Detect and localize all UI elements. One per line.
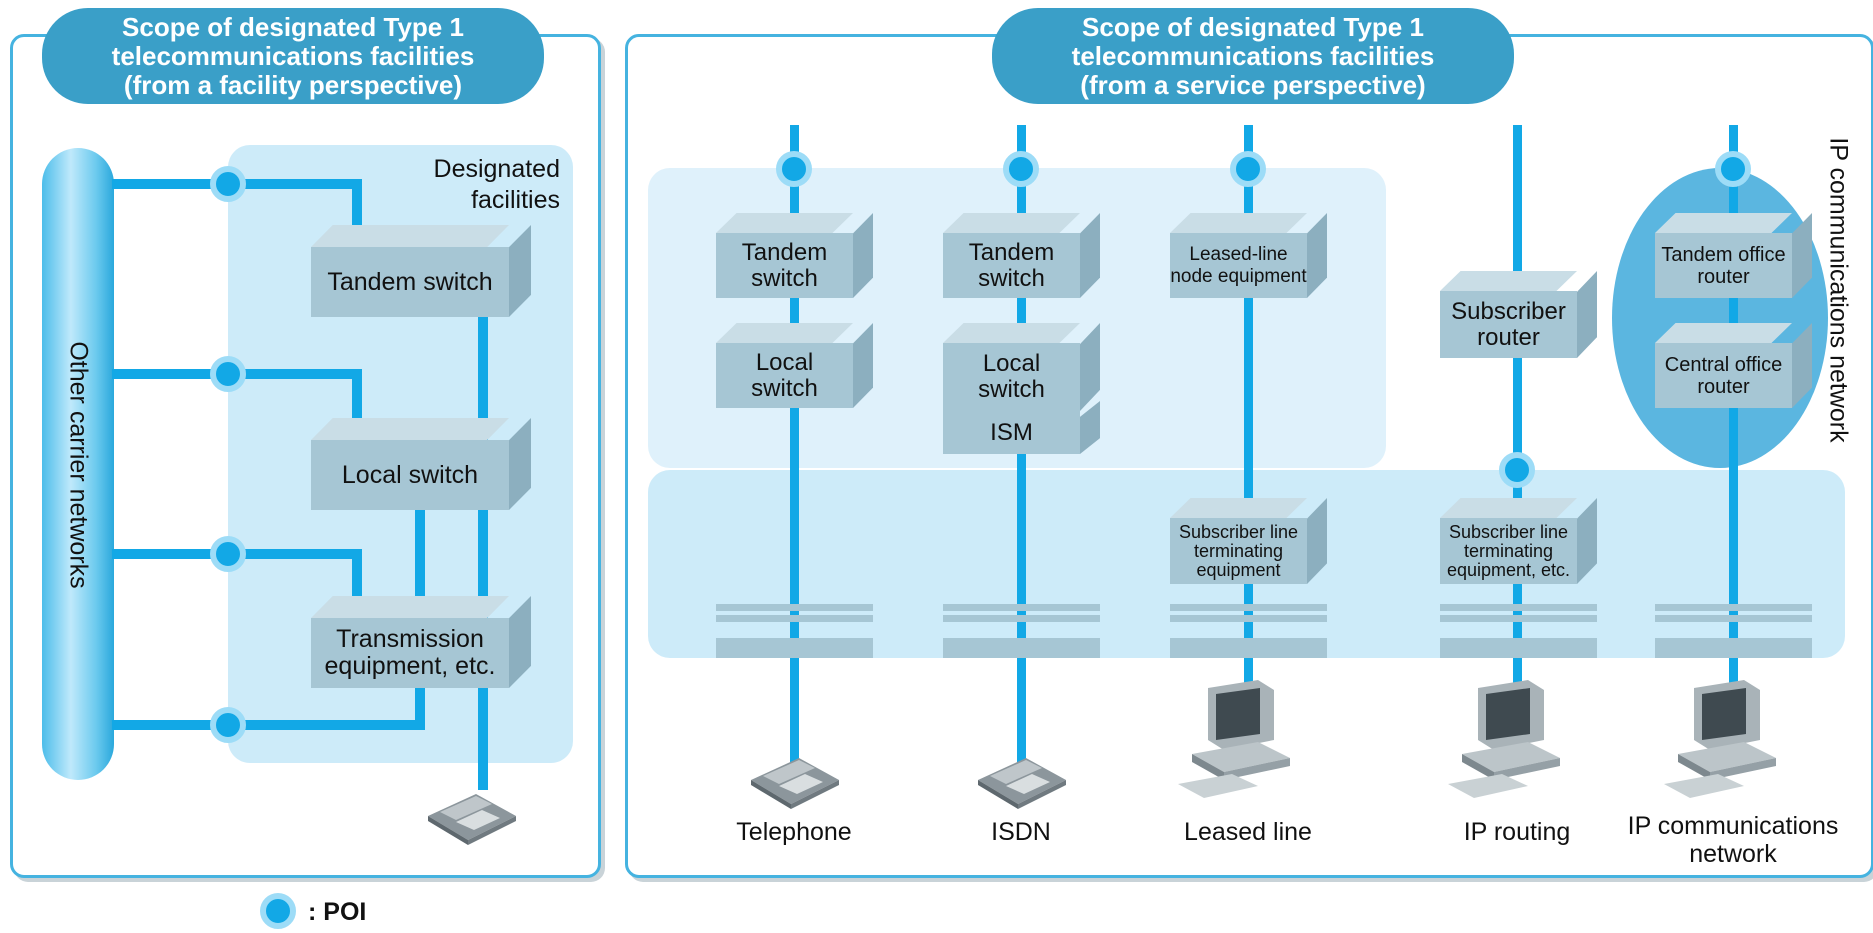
- divider-stripe: [1170, 615, 1327, 622]
- subscriber-router-box: Subscriber router: [1440, 271, 1597, 358]
- leased-line: [1244, 125, 1253, 685]
- divider-stripe: [1440, 604, 1597, 611]
- tandem-office-router-box: Tandem office router: [1655, 213, 1812, 298]
- leased-line-label: Leased line: [1184, 818, 1312, 846]
- ip-routing-label: IP routing: [1463, 818, 1571, 846]
- service-perspective-title: Scope of designated Type 1 telecommunica…: [992, 8, 1514, 104]
- poi-icon: [776, 151, 812, 187]
- poi-icon: [210, 166, 246, 202]
- divider-stripe: [716, 615, 873, 622]
- divider-stripe: [943, 604, 1100, 611]
- central-office-router-box: Central office router: [1655, 323, 1812, 408]
- other-carrier-networks-label: Other carrier networks: [64, 341, 93, 589]
- divider-stripe: [1655, 638, 1812, 658]
- divider-stripe: [1170, 638, 1327, 658]
- telephone-label: Telephone: [736, 818, 852, 846]
- poi-icon: [1715, 151, 1751, 187]
- leased-line-node-equipment-box: Leased-line node equipment: [1170, 213, 1327, 298]
- telephone-line: [790, 125, 799, 785]
- computer-icon: [1664, 680, 1776, 798]
- tandem-switch-box: Tandem switch: [311, 225, 531, 317]
- isdn-ism-box: ISM: [943, 401, 1100, 454]
- local-switch-box: Local switch: [311, 418, 531, 510]
- leased-line-subscriber-terminating-box: Subscriber line terminating equipment: [1170, 498, 1327, 584]
- ip-communications-network-label: IP communications network: [1627, 812, 1839, 868]
- connection-line: [478, 315, 488, 790]
- poi-icon: [210, 356, 246, 392]
- poi-icon: [210, 536, 246, 572]
- telephone-icon: [428, 794, 516, 845]
- divider-stripe: [1170, 604, 1327, 611]
- connection-line: [352, 179, 362, 249]
- facility-perspective-title: Scope of designated Type 1 telecommunica…: [42, 8, 544, 104]
- poi-icon: [1003, 151, 1039, 187]
- divider-stripe: [1440, 615, 1597, 622]
- ip-routing-line: [1513, 125, 1522, 685]
- poi-legend-icon: [260, 893, 296, 929]
- divider-stripe: [943, 638, 1100, 658]
- computer-icon: [1448, 680, 1560, 798]
- connection-line: [352, 369, 362, 424]
- isdn-local-switch-box: Local switch: [943, 323, 1100, 411]
- divider-stripe: [1440, 638, 1597, 658]
- transmission-equipment-box: Transmission equipment, etc.: [311, 596, 531, 688]
- connection-line: [352, 549, 362, 599]
- divider-stripe: [1655, 604, 1812, 611]
- divider-stripe: [1655, 615, 1812, 622]
- divider-stripe: [716, 638, 873, 658]
- divider-stripe: [716, 604, 873, 611]
- computer-icon: [1178, 680, 1290, 798]
- ip-communications-network-vertical-label: IP communications network: [1824, 137, 1853, 443]
- isdn-tandem-switch-box: Tandem switch: [943, 213, 1100, 298]
- isdn-telephone-icon: [978, 758, 1066, 809]
- telephone-icon: [751, 758, 839, 809]
- poi-icon: [1230, 151, 1266, 187]
- ip-network-line: [1729, 125, 1738, 695]
- designated-facilities-label: Designated facilities: [433, 155, 560, 214]
- other-carrier-networks-bar: [42, 148, 114, 780]
- connection-line: [112, 720, 425, 730]
- telephone-local-switch-box: Local switch: [716, 323, 873, 408]
- poi-icon: [210, 707, 246, 743]
- isdn-label: ISDN: [991, 818, 1051, 846]
- isdn-line: [1017, 125, 1026, 785]
- ip-routing-subscriber-terminating-box: Subscriber line terminating equipment, e…: [1440, 498, 1597, 584]
- poi-legend-label: : POI: [308, 898, 367, 926]
- poi-icon: [1499, 452, 1535, 488]
- telephone-tandem-switch-box: Tandem switch: [716, 213, 873, 298]
- divider-stripe: [943, 615, 1100, 622]
